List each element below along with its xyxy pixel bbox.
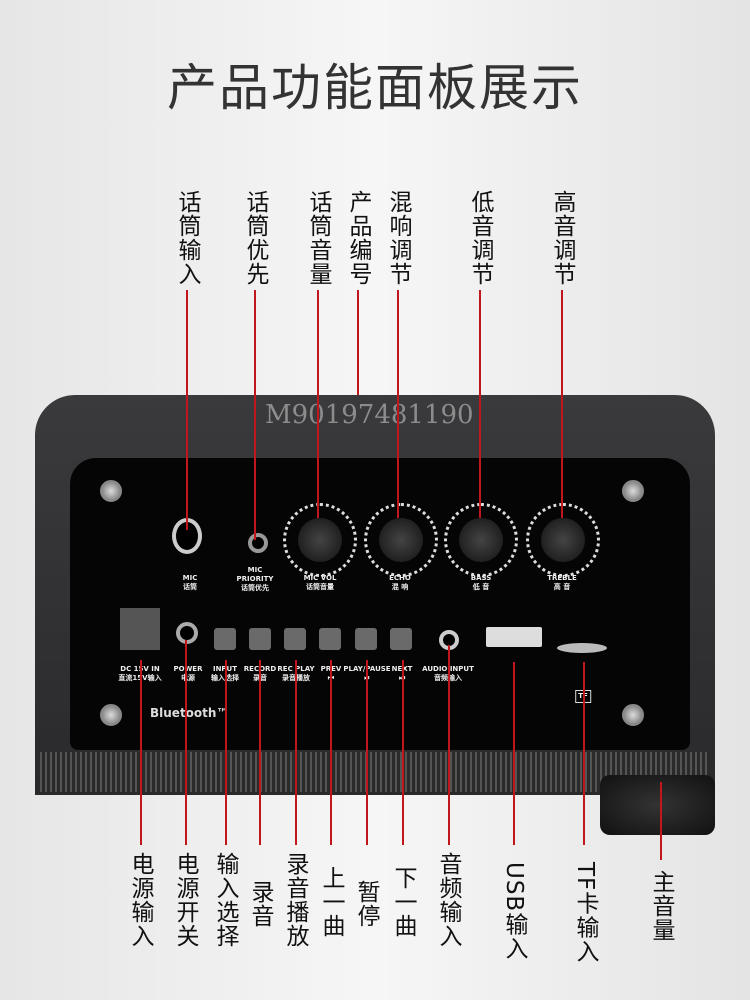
- play-pause-button[interactable]: [355, 628, 377, 650]
- bass-knob[interactable]: [444, 503, 518, 577]
- mic-priority-knob[interactable]: [248, 533, 268, 553]
- main-volume-knob[interactable]: [600, 775, 715, 835]
- pointer-line: [259, 660, 261, 845]
- page-title: 产品功能面板展示: [167, 59, 583, 117]
- panel-label-mic-priority: MIC PRIORITY 话筒优先: [236, 566, 274, 592]
- label-bass: 低音调节: [467, 190, 493, 286]
- next-button[interactable]: [390, 628, 412, 650]
- pointer-line: [185, 640, 187, 845]
- dc-power-jack[interactable]: [120, 608, 160, 650]
- pointer-line: [397, 290, 399, 518]
- pointer-line: [479, 290, 481, 518]
- label-prev: 上一曲: [318, 866, 344, 938]
- label-usb-input: USB输入: [501, 862, 527, 961]
- label-main-volume: 主音量: [648, 870, 674, 942]
- record-button[interactable]: [249, 628, 271, 650]
- label-treble: 高音调节: [549, 190, 575, 286]
- pointer-line: [357, 290, 359, 395]
- label-power-input: 电源输入: [127, 852, 153, 948]
- pointer-line: [317, 290, 319, 518]
- bluetooth-logo: Bluetooth™: [150, 706, 229, 720]
- speaker-grille: [40, 752, 710, 792]
- pointer-line: [448, 645, 450, 845]
- pointer-line: [583, 662, 585, 845]
- pointer-line: [295, 660, 297, 845]
- pointer-line: [366, 660, 368, 845]
- label-product-number: 产品编号: [345, 190, 371, 286]
- pointer-line: [513, 662, 515, 845]
- panel-label-power: POWER 电源: [173, 665, 203, 682]
- input-button[interactable]: [214, 628, 236, 650]
- serial-number: M90197481190: [265, 400, 474, 430]
- echo-knob[interactable]: [364, 503, 438, 577]
- label-record: 录音: [247, 880, 273, 928]
- label-power-switch: 电源开关: [172, 852, 198, 948]
- screw-icon: [100, 480, 122, 502]
- panel-label-echo: ECHO 混 响: [389, 574, 411, 591]
- pointer-line: [254, 290, 256, 540]
- label-mic-priority: 话筒优先: [242, 190, 268, 286]
- screw-icon: [622, 480, 644, 502]
- tf-card-slot[interactable]: [557, 643, 607, 653]
- power-knob[interactable]: [176, 622, 198, 644]
- pointer-line: [561, 290, 563, 518]
- treble-knob[interactable]: [526, 503, 600, 577]
- pointer-line: [225, 660, 227, 845]
- label-mic-volume: 话筒音量: [305, 190, 331, 286]
- rec-play-button[interactable]: [284, 628, 306, 650]
- screw-icon: [622, 704, 644, 726]
- label-pause: 暂停: [353, 880, 379, 928]
- label-mic-input: 话筒输入: [174, 190, 200, 286]
- pointer-line: [660, 782, 662, 860]
- mic-volume-knob[interactable]: [283, 503, 357, 577]
- pointer-line: [402, 660, 404, 845]
- label-tf-input: TF卡输入: [572, 862, 598, 964]
- label-audio-input: 音频输入: [435, 852, 461, 948]
- pointer-line: [330, 660, 332, 845]
- panel-label-treble: TREBLE 高 音: [547, 574, 577, 591]
- control-panel: [70, 458, 690, 750]
- prev-button[interactable]: [319, 628, 341, 650]
- screw-icon: [100, 704, 122, 726]
- panel-label-mic: MIC 话筒: [182, 574, 198, 591]
- panel-label-bass: BASS 低 音: [470, 574, 492, 591]
- pointer-line: [140, 660, 142, 845]
- label-next: 下一曲: [390, 866, 416, 938]
- pointer-line: [186, 290, 188, 530]
- usb-port[interactable]: [486, 627, 542, 647]
- label-input-select: 输入选择: [212, 852, 238, 948]
- label-echo: 混响调节: [385, 190, 411, 286]
- label-record-play: 录音播放: [282, 852, 308, 948]
- panel-label-mic-vol: MIC VOL 话筒音量: [303, 574, 337, 591]
